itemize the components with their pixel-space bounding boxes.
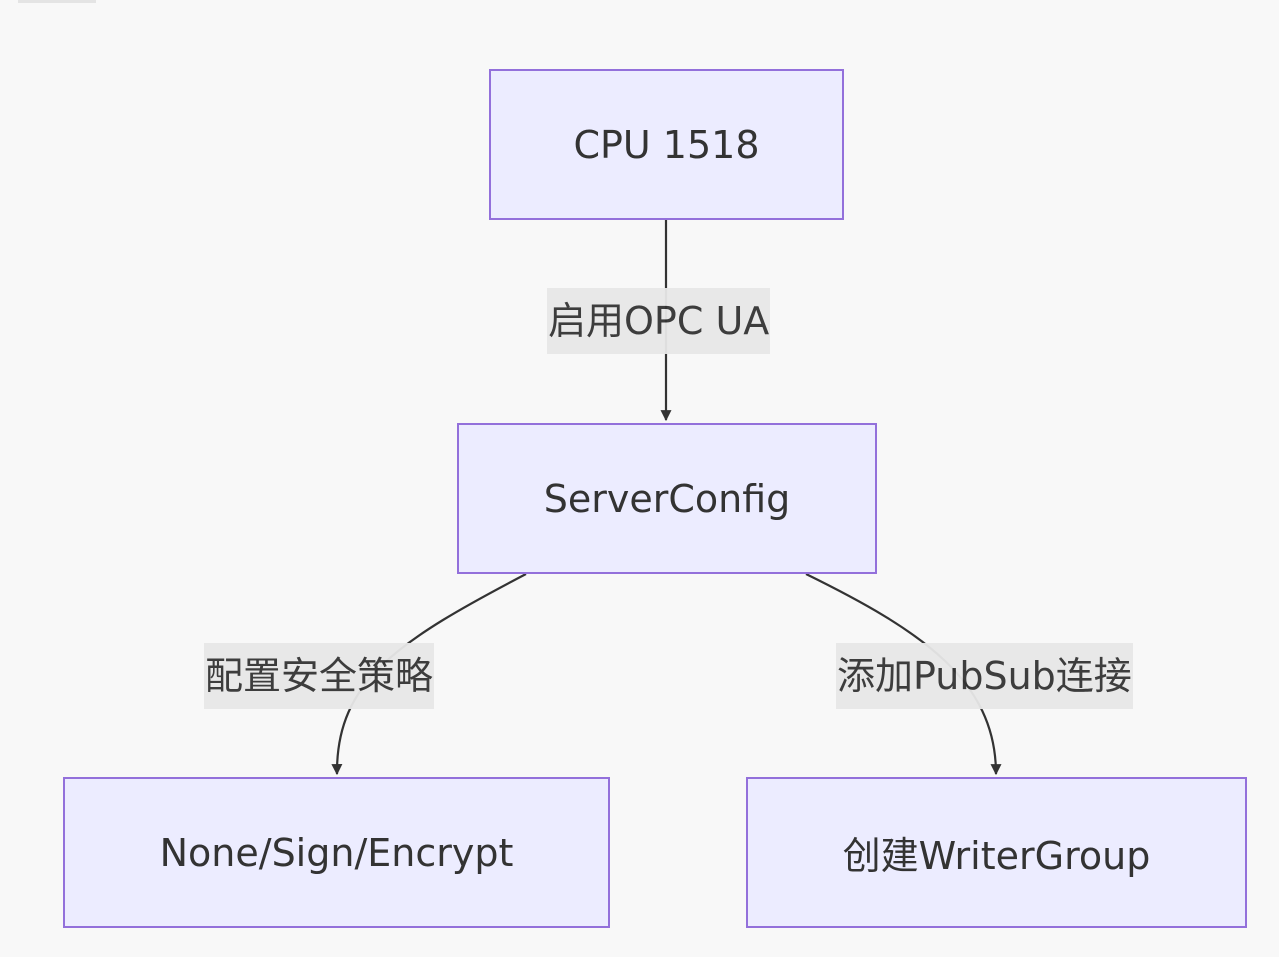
edge-label-add-pubsub: 添加PubSub连接 <box>836 643 1133 709</box>
node-server-config-label: ServerConfig <box>543 476 791 521</box>
node-server-config: ServerConfig <box>457 423 877 574</box>
node-cpu: CPU 1518 <box>489 69 844 220</box>
node-writer-group-label: 创建WriterGroup <box>842 834 1151 878</box>
node-security-mode-label: None/Sign/Encrypt <box>159 830 514 875</box>
edge-label-enable-opcua: 启用OPC UA <box>547 288 771 354</box>
corner-mark <box>18 0 96 3</box>
node-writer-group: 创建WriterGroup <box>746 777 1247 928</box>
node-security-mode: None/Sign/Encrypt <box>63 777 610 928</box>
node-cpu-label: CPU 1518 <box>573 122 760 167</box>
edge-label-configure-security: 配置安全策略 <box>204 643 435 709</box>
